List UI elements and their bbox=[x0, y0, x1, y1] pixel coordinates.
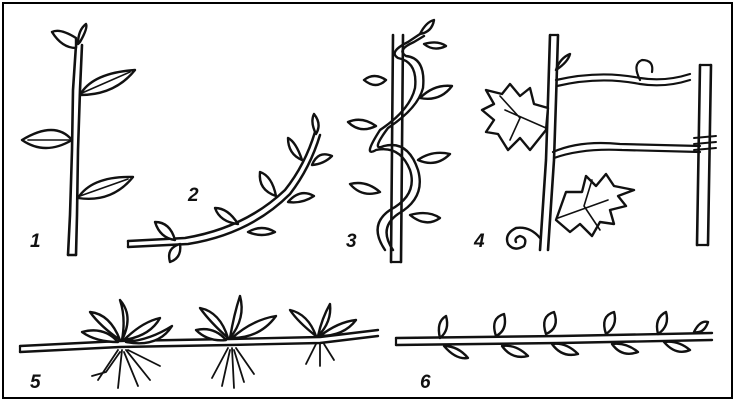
panel-5-creeping-stem bbox=[20, 296, 378, 388]
panel-3-number: 3 bbox=[346, 231, 357, 252]
panel-4-tendril-stem bbox=[482, 35, 716, 250]
panel-6-number: 6 bbox=[420, 372, 431, 393]
panel-1-erect-stem bbox=[22, 24, 135, 255]
panel-1-number: 1 bbox=[30, 231, 41, 252]
panel-2-number: 2 bbox=[187, 185, 199, 206]
panel-6-prostrate-stem bbox=[396, 312, 712, 358]
panel-4-number: 4 bbox=[473, 231, 485, 252]
panel-3-twining-stem bbox=[348, 20, 452, 262]
panel-2-ascending-stem bbox=[128, 114, 332, 262]
panel-5-number: 5 bbox=[30, 372, 41, 393]
